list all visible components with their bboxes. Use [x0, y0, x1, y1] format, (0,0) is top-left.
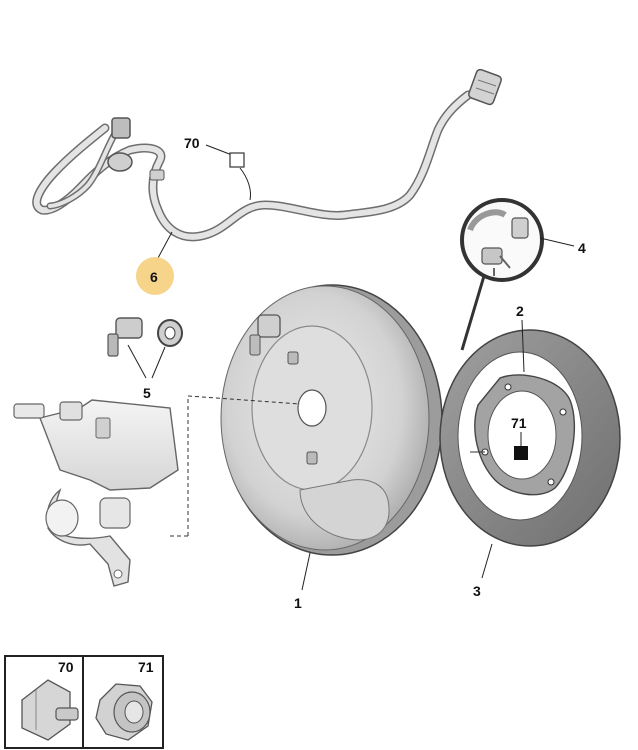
callout-70: 70 — [184, 135, 251, 201]
clip-70-icon — [21, 679, 79, 741]
legend-70-label: 70 — [58, 659, 74, 675]
mounting-plate-2: 2 71 — [470, 303, 576, 496]
callout-6-highlight — [136, 257, 174, 295]
callout-70-label: 70 — [184, 135, 200, 151]
master-cylinder-reservoir — [13, 399, 179, 587]
callout-2-label: 2 — [516, 303, 524, 319]
callout-71-label: 71 — [511, 415, 527, 431]
legend-boxes: 70 71 — [4, 655, 164, 749]
detail-inset-4: 4 — [460, 198, 586, 351]
nut-71-icon — [95, 683, 153, 741]
hose-connector — [468, 68, 502, 106]
callout-1-label: 1 — [294, 595, 302, 611]
callout-4-label: 4 — [578, 240, 586, 256]
callout-5-label: 5 — [143, 385, 151, 401]
brake-booster-1: 1 — [220, 284, 443, 611]
callout-71-marker — [514, 446, 528, 460]
vacuum-fitting-5: 5 — [107, 317, 183, 401]
callout-3-label: 3 — [473, 583, 481, 599]
vacuum-hose — [32, 68, 502, 242]
dashed-alignment — [170, 395, 301, 537]
callout-6: 6 — [136, 231, 174, 295]
callout-6-label: 6 — [150, 269, 158, 285]
legend-71-label: 71 — [138, 659, 154, 675]
